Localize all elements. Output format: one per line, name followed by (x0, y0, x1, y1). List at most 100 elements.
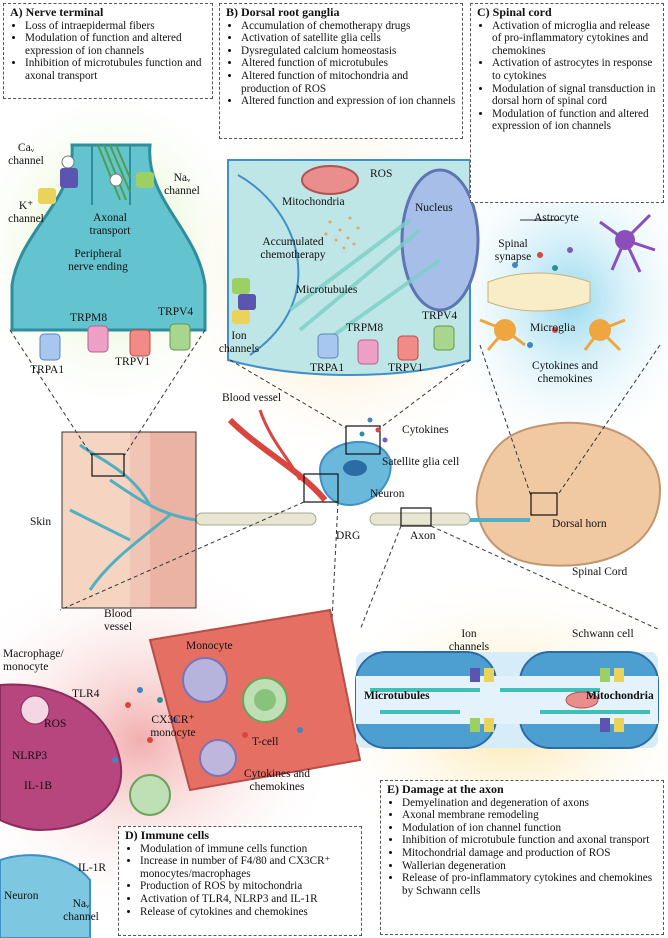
list-item: Mitochondrial damage and production of R… (402, 847, 657, 860)
trp-channels-a (39, 323, 191, 361)
label-blood-vessel: Blood vessel (222, 392, 282, 404)
nucleus-shape (400, 168, 480, 312)
list-item: Release of pro-inflammatory cytokines an… (402, 872, 657, 897)
label-na: Naᵥ (72, 898, 90, 910)
label-ros-d: ROS (44, 718, 67, 730)
label-channel: channel (164, 184, 200, 197)
list-item: Altered function of mitochondria and pro… (241, 70, 456, 95)
list-item: Activation of satellite glia cells (241, 32, 456, 45)
label-spinal-cord: Spinal Cord (572, 566, 628, 578)
label-cytokines: Cytokines (402, 424, 449, 436)
label-cytokines-and: Cytokines and (243, 768, 311, 780)
list-item: Increase in number of F4/80 and CX3CR⁺ m… (140, 855, 355, 880)
label-chemokines: chemokines (537, 372, 593, 385)
label-skin: Skin (30, 516, 52, 528)
list-item: Modulation of ion channel function (402, 822, 657, 835)
label-dorsal-horn: Dorsal horn (552, 518, 607, 530)
panel-axon: E) Damage at the axon Demyelination and … (380, 780, 664, 935)
label-channels: channels (218, 342, 260, 355)
label-cytokines-chemokines-c: Cytokines and chemokines (520, 360, 610, 385)
ca-channel-icon (60, 168, 78, 188)
list-item: Altered function of microtubules (241, 57, 456, 70)
list-item: Production of ROS by mitochondria (140, 880, 355, 893)
list-item: Altered function and expression of ion c… (241, 95, 456, 108)
label-ion: Ion (231, 330, 247, 342)
list-item: Demyelination and degeneration of axons (402, 797, 657, 810)
spinal-cord-illustration (479, 213, 656, 352)
label-accumulated: Accumulated (262, 236, 324, 248)
label-nlrp3: NLRP3 (12, 750, 48, 762)
label-axonal: Axonal (93, 212, 127, 224)
label-astrocyte: Astrocyte (534, 212, 579, 224)
axon-illustration (355, 651, 659, 749)
spinal-cord-shape (475, 421, 662, 567)
label-axon: Axon (410, 530, 436, 542)
mitochondria-axon (565, 691, 599, 709)
label-k-channel: K⁺ channel (6, 200, 46, 225)
trp-channels-b (317, 325, 455, 365)
label-peripheral: Peripheral (74, 248, 122, 260)
label-trpv1-a: TRPV1 (115, 356, 151, 368)
blood-vessel-overview (227, 417, 328, 502)
label-ros: ROS (370, 168, 393, 180)
label-microtubules-axon: Microtubules (364, 690, 430, 702)
list-item: Inhibition of microtubules function and … (25, 57, 206, 82)
list-item: Loss of intraepidermal fibers (25, 20, 206, 33)
panel-nerve-terminal-list: Loss of intraepidermal fibers Modulation… (10, 20, 206, 83)
microglia-shapes (479, 318, 626, 352)
label-neuron: Neuron (370, 488, 405, 500)
label-na-channel-d: Naᵥ channel (58, 898, 104, 923)
panel-nerve-terminal-title: A) Nerve terminal (10, 5, 104, 19)
cytokine-dots-d (112, 687, 303, 763)
na-channel-icon (136, 172, 154, 188)
list-item: Activation of TLR4, NLRP3 and IL-1R (140, 893, 355, 906)
label-nucleus: Nucleus (415, 202, 453, 214)
label-na: Naᵥ (173, 172, 191, 184)
label-axonal-transport: Axonal transport (80, 212, 140, 237)
label-synapse: synapse (494, 250, 532, 263)
label-trpa1-a: TRPA1 (30, 364, 65, 376)
label-mitochondria: Mitochondria (282, 196, 345, 208)
label-trpa1-b: TRPA1 (310, 362, 345, 374)
label-spinal: Spinal (498, 238, 528, 250)
label-neuron-d: Neuron (4, 890, 39, 902)
label-monocyte-lc: monocyte (3, 660, 49, 673)
list-item: Modulation of immune cells function (140, 843, 355, 856)
label-satellite-glia: Satellite glia cell (382, 456, 460, 468)
label-channel: channel (8, 154, 44, 167)
label-cytokines-and: Cytokines and (531, 360, 599, 372)
label-cytokines-chemokines-d: Cytokines and chemokines (232, 768, 322, 793)
cytokine-dots-overview (359, 417, 388, 443)
list-item: Activation of astrocytes in response to … (492, 57, 657, 82)
label-microglia: Microglia (530, 322, 576, 334)
list-item: Modulation of function and altered expre… (492, 108, 657, 133)
list-item: Modulation of signal transduction in dor… (492, 83, 657, 108)
list-item: Axonal membrane remodeling (402, 809, 657, 822)
panel-drg: B) Dorsal root ganglia Accumulation of c… (219, 3, 463, 139)
list-item: Inhibition of microtubule function and a… (402, 834, 657, 847)
label-blood: Blood (103, 608, 133, 620)
label-ion-channels: Ion channels (216, 330, 262, 355)
label-monocyte: Monocyte (186, 640, 233, 652)
label-cx3cr: CX3CR⁺ (151, 714, 195, 726)
label-channel: channel (8, 212, 44, 225)
panel-axon-list: Demyelination and degeneration of axons … (387, 797, 657, 898)
list-item: Wallerian degeneration (402, 860, 657, 873)
label-ion-channels-axon: Ion channels (444, 628, 494, 653)
label-trpv4-b: TRPV4 (422, 310, 458, 322)
astrocyte-shape (599, 213, 656, 273)
list-item: Dysregulated calcium homeostasis (241, 45, 456, 58)
label-vessel: vessel (103, 620, 133, 633)
mitochondria-shape (301, 165, 359, 195)
label-peripheral-nerve-ending: Peripheral nerve ending (48, 248, 148, 273)
list-item: Activation of microglia and release of p… (492, 20, 657, 58)
label-chemokines: chemokines (249, 780, 305, 793)
ion-channels-drg (232, 278, 256, 324)
label-il1b: IL-1B (24, 780, 53, 792)
label-trpm8-b: TRPM8 (346, 322, 384, 334)
label-ion: Ion (461, 628, 477, 640)
drg-illustration (227, 159, 480, 376)
panel-immune-title: D) Immune cells (125, 828, 209, 842)
overview-illustration (61, 409, 662, 609)
